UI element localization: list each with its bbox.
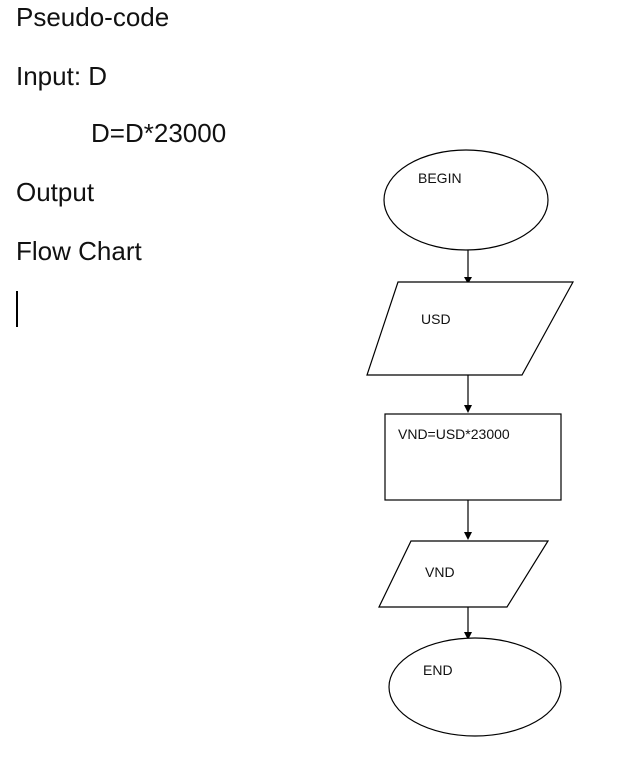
arrow-head-begin-to-input — [464, 277, 472, 284]
pseudo-code-heading: Pseudo-code — [16, 2, 170, 32]
begin-label: BEGIN — [418, 170, 462, 186]
output-parallelogram — [378, 540, 550, 608]
input-parallelogram — [366, 281, 575, 376]
formula-line: D=D*23000 — [91, 118, 227, 148]
begin-terminator — [383, 149, 549, 251]
text-cursor — [16, 291, 18, 327]
process-label: VND=USD*23000 — [398, 426, 510, 442]
arrow-head-input-to-process — [464, 405, 472, 413]
input-label: USD — [421, 311, 451, 327]
flow-chart-heading: Flow Chart — [16, 236, 142, 266]
input-line: Input: D — [16, 61, 108, 91]
end-label: END — [423, 662, 453, 678]
process-box — [384, 413, 562, 501]
end-terminator — [388, 637, 562, 737]
arrow-head-process-to-output — [464, 532, 472, 540]
output-label: VND — [425, 564, 455, 580]
output-line: Output — [16, 177, 95, 207]
arrow-head-output-to-end — [464, 632, 472, 640]
